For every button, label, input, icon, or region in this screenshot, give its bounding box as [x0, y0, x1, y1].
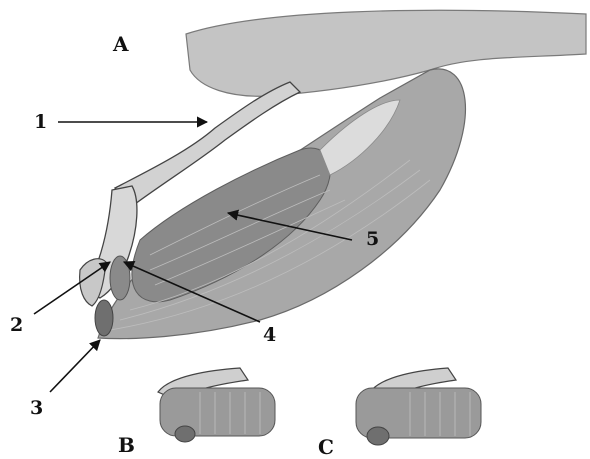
- marginal-gland: [95, 300, 113, 336]
- panel-b-gland: [175, 426, 195, 442]
- callout-label-2: 2: [10, 316, 23, 335]
- callout-label-5: 5: [366, 230, 379, 249]
- arrow-3: [50, 340, 100, 392]
- panel-c-illustration: [356, 368, 481, 445]
- callout-label-1: 1: [34, 113, 47, 132]
- panel-label-b: B: [118, 435, 135, 455]
- callout-label-4: 4: [263, 326, 276, 345]
- panel-b-illustration: [158, 368, 275, 442]
- upper-tissue-sheet: [186, 10, 586, 96]
- callout-label-3: 3: [30, 399, 43, 418]
- lid-margin: [80, 259, 106, 306]
- panel-a-illustration: [80, 10, 586, 338]
- panel-label-c: C: [318, 437, 334, 457]
- panel-label-a: A: [113, 34, 129, 54]
- panel-c-gland: [367, 427, 389, 445]
